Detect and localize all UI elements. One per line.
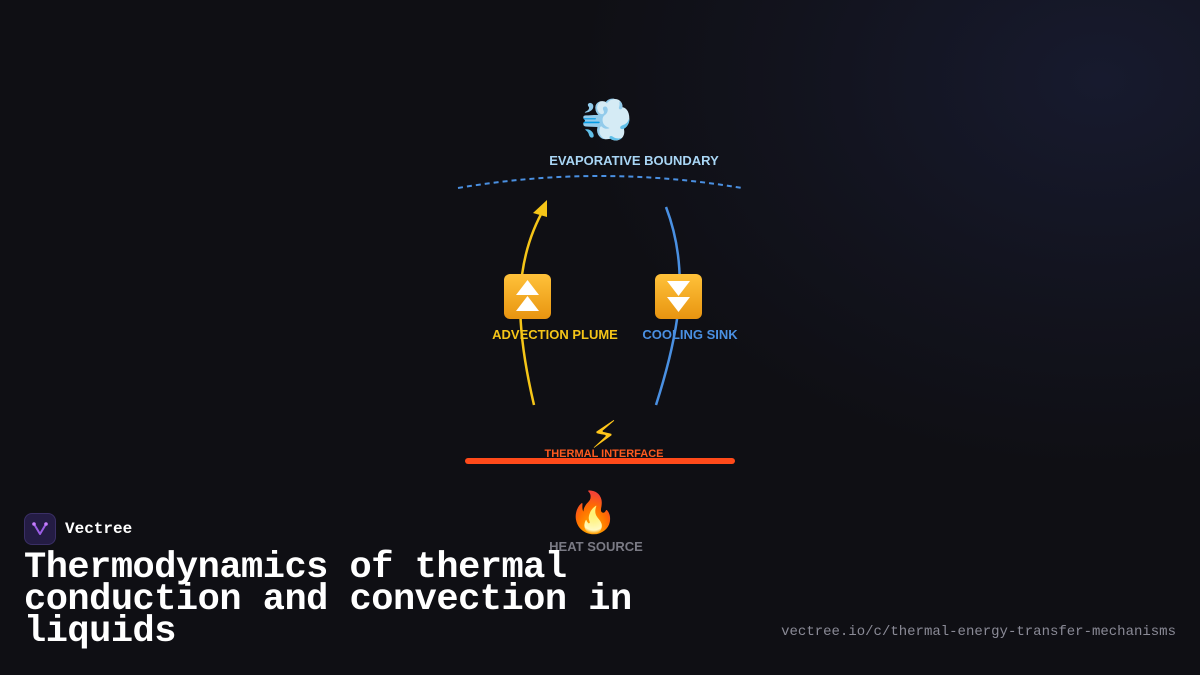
brand[interactable]: Vectree [24, 512, 724, 546]
advection-arrowhead [533, 200, 547, 217]
thermal-interface-bar [465, 458, 735, 464]
footer-branding: Vectree Thermodynamics of thermal conduc… [24, 512, 724, 653]
brand-name: Vectree [65, 520, 133, 538]
evaporative-boundary-label: EVAPORATIVE BOUNDARY [549, 153, 719, 168]
vectree-logo-icon [24, 513, 56, 545]
down-arrows-icon [655, 274, 702, 319]
evaporative-boundary-line [457, 175, 743, 189]
cooling-sink-label: COOLING SINK [642, 327, 738, 342]
up-arrows-icon [504, 274, 551, 319]
heat-source-label: HEAT SOURCE [549, 539, 643, 554]
advection-plume-label: ADVECTION PLUME [492, 327, 618, 342]
source-url[interactable]: vectree.io/c/thermal-energy-transfer-mec… [781, 624, 1176, 640]
page-title: Thermodynamics of thermal conduction and… [24, 547, 632, 653]
lightning-icon: ⚡ [591, 413, 618, 457]
wind-icon: 💨 [581, 95, 633, 144]
thermal-interface-label: THERMAL INTERFACE [545, 448, 664, 460]
fire-icon: 🔥 [568, 489, 618, 536]
